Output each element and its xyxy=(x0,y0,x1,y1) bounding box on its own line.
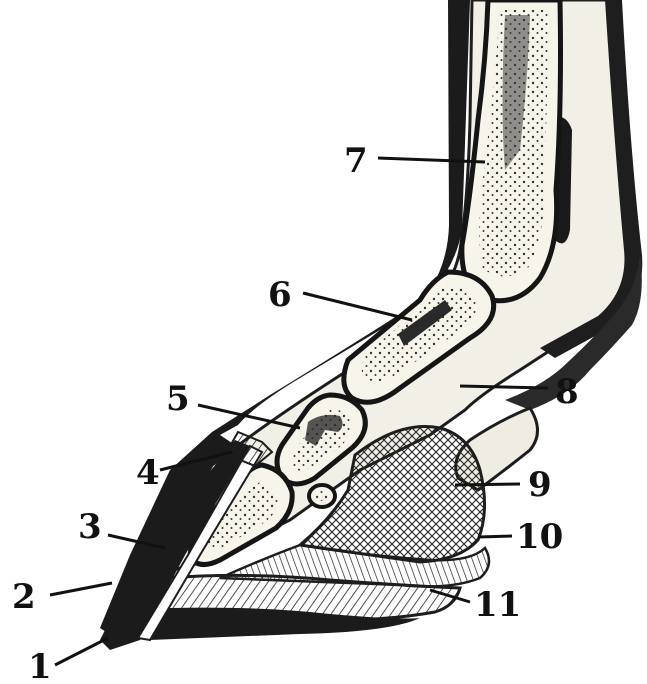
leader-10 xyxy=(478,536,512,537)
label-5: 5 xyxy=(166,379,190,419)
label-11: 11 xyxy=(474,585,521,625)
label-9: 9 xyxy=(528,465,552,505)
leader-1 xyxy=(55,638,108,665)
label-4: 4 xyxy=(136,453,160,493)
label-10: 10 xyxy=(516,517,563,557)
label-1: 1 xyxy=(28,647,52,684)
leader-8 xyxy=(460,386,548,388)
label-6: 6 xyxy=(268,275,292,315)
leader-2 xyxy=(50,583,112,595)
label-2: 2 xyxy=(12,577,36,617)
label-3: 3 xyxy=(78,507,102,547)
leader-6 xyxy=(303,293,412,320)
label-7: 7 xyxy=(344,141,368,181)
label-8: 8 xyxy=(555,372,579,412)
leader-9 xyxy=(455,484,520,485)
